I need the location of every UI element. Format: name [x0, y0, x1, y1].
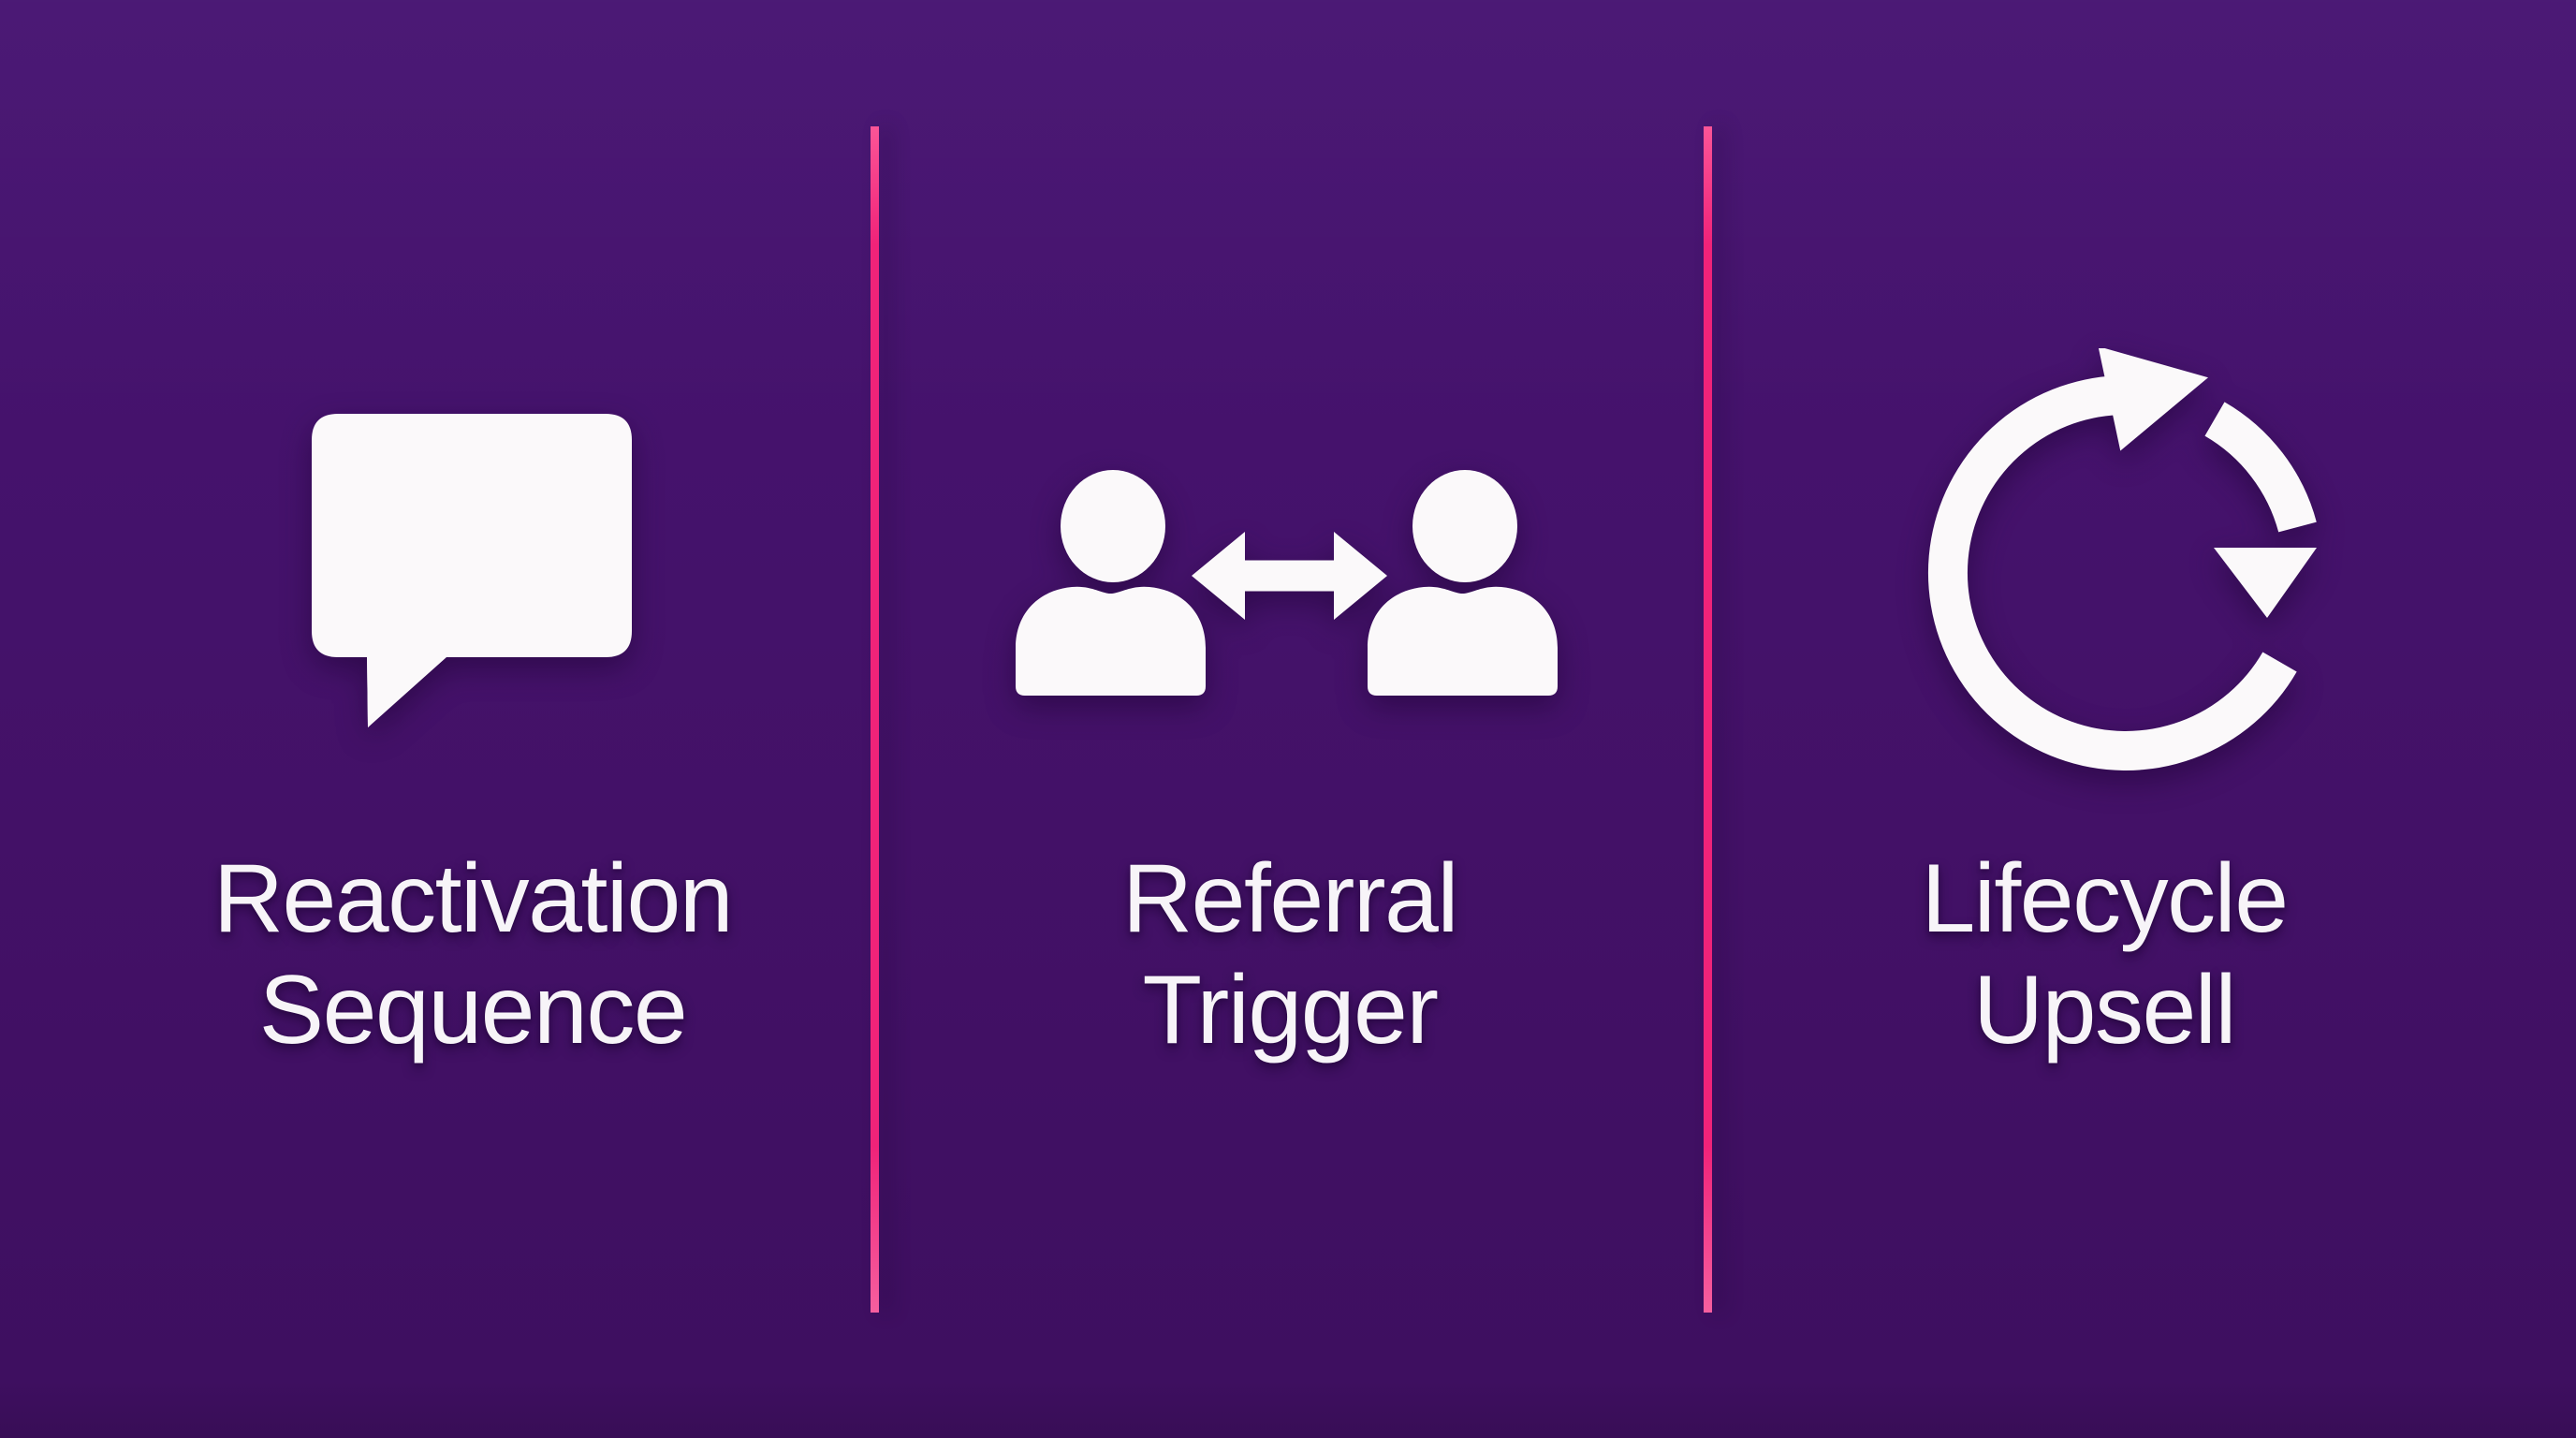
panel-divider-right	[1704, 126, 1712, 1313]
panel-divider-left	[871, 126, 879, 1313]
label-line: Sequence	[258, 956, 688, 1064]
panel-label-referral-trigger: Referral Trigger	[855, 844, 1725, 1066]
label-line: Upsell	[1973, 956, 2237, 1064]
cycle-long-arc	[1927, 375, 2297, 770]
person-right-head	[1412, 470, 1517, 582]
label-line: Reactivation	[212, 844, 734, 953]
speech-bubble-shape	[312, 414, 632, 727]
label-line: Lifecycle	[1921, 844, 2289, 953]
speech-bubble-icon	[312, 414, 632, 727]
person-right-body	[1368, 586, 1558, 696]
person-left-body	[1016, 586, 1206, 696]
label-line: Trigger	[1142, 956, 1439, 1064]
panel-label-lifecycle-upsell: Lifecycle Upsell	[1669, 844, 2539, 1066]
double-arrow	[1192, 532, 1387, 620]
cycle-arrowhead-top	[2098, 348, 2209, 451]
label-line: Referral	[1122, 844, 1458, 953]
person-left-head	[1061, 470, 1165, 582]
cycle-short-arc	[2204, 402, 2317, 533]
people-exchange-icon	[1016, 470, 1562, 696]
speech-bubble-tail	[367, 650, 446, 727]
cycle-arrowhead-right	[2214, 548, 2317, 618]
cycle-arrows-icon	[1901, 348, 2350, 798]
panel-label-reactivation-sequence: Reactivation Sequence	[37, 844, 908, 1066]
